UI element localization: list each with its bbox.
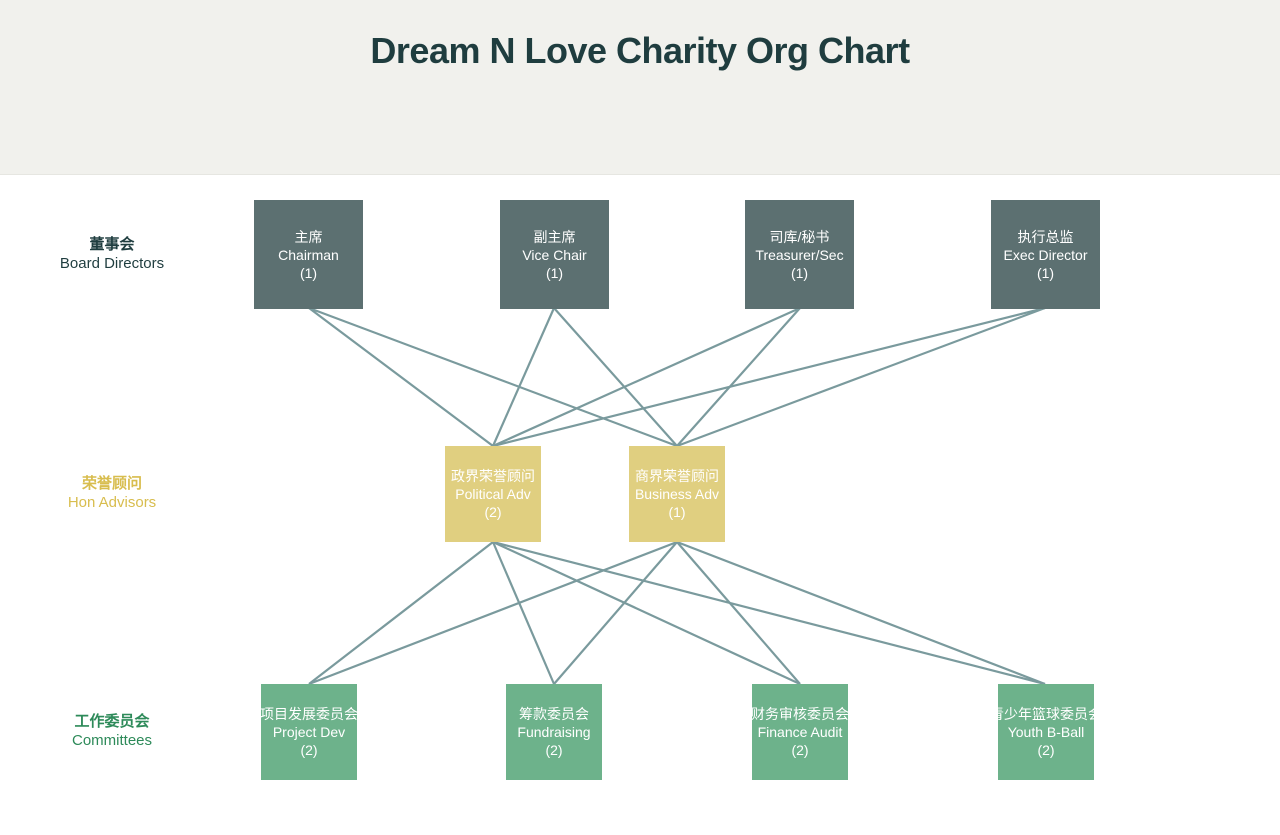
node-en: Youth B-Ball	[1007, 724, 1085, 740]
node-exec-director[interactable]: 执行总监 Exec Director (1)	[991, 200, 1100, 309]
node-zh: 主席	[294, 228, 323, 245]
edge-vicechair-business	[553, 307, 678, 447]
edge-political-fundraising	[491, 541, 556, 685]
row-label-board-en: Board Directors	[59, 255, 165, 272]
edge-business-projectdev	[308, 540, 678, 686]
node-en: Chairman	[278, 246, 339, 263]
edge-business-fundraising	[553, 541, 678, 685]
edge-political-finance	[492, 541, 801, 685]
edge-political-projectdev	[308, 541, 494, 685]
node-count: (2)	[545, 742, 563, 758]
node-en: Project Dev	[272, 724, 346, 740]
edge-chairman-political	[308, 307, 494, 447]
edge-political-youth	[492, 540, 1046, 686]
node-count: (1)	[668, 504, 686, 520]
node-count: (2)	[484, 504, 502, 520]
node-en: Fundraising	[517, 724, 591, 740]
node-zh: 政界荣誉顾问	[451, 468, 535, 484]
node-youth-bball[interactable]: 青少年篮球委员会 Youth B-Ball (2)	[998, 684, 1094, 780]
header-band: Dream N Love Charity Org Chart	[0, 0, 1280, 175]
node-zh: 副主席	[533, 228, 576, 245]
node-en: Political Adv	[455, 486, 531, 502]
node-en: Exec Director	[1003, 246, 1088, 263]
node-count: (1)	[790, 264, 809, 281]
edge-treasurer-business	[676, 307, 801, 447]
node-zh: 财务审核委员会	[752, 706, 848, 722]
node-zh: 商界荣誉顾问	[635, 468, 719, 484]
row-label-board-zh: 董事会	[89, 236, 135, 253]
row-label-advisors-zh: 荣誉顾问	[81, 475, 142, 492]
page-title: Dream N Love Charity Org Chart	[370, 30, 910, 71]
edge-execdir-business	[676, 306, 1046, 448]
node-en: Finance Audit	[757, 724, 843, 740]
node-zh: 筹款委员会	[519, 706, 589, 722]
edge-chairman-business	[308, 306, 678, 448]
node-en: Vice Chair	[522, 246, 587, 263]
node-zh: 司库/秘书	[769, 228, 830, 245]
node-fundraising[interactable]: 筹款委员会 Fundraising (2)	[506, 684, 602, 780]
row-label-committees: 工作委员会 Committees	[32, 712, 192, 750]
node-count: (2)	[791, 742, 809, 758]
row-label-committees-en: Committees	[71, 732, 153, 749]
node-count: (1)	[545, 264, 564, 281]
node-vice-chair[interactable]: 副主席 Vice Chair (1)	[500, 200, 609, 309]
edge-execdir-political	[492, 306, 1046, 448]
node-en: Treasurer/Sec	[755, 246, 844, 263]
node-political-adv[interactable]: 政界荣誉顾问 Political Adv (2)	[445, 446, 541, 542]
edge-business-finance	[676, 541, 801, 685]
edge-vicechair-political	[491, 307, 556, 447]
node-zh: 青少年篮球委员会	[998, 706, 1094, 722]
node-count: (1)	[1036, 264, 1055, 281]
node-project-dev[interactable]: 项目发展委员会 Project Dev (2)	[261, 684, 357, 780]
node-en: Business Adv	[634, 486, 720, 502]
row-label-board: 董事会 Board Directors	[32, 235, 192, 273]
node-treasurer-sec[interactable]: 司库/秘书 Treasurer/Sec (1)	[745, 200, 854, 309]
node-finance-audit[interactable]: 财务审核委员会 Finance Audit (2)	[752, 684, 848, 780]
node-chairman[interactable]: 主席 Chairman (1)	[254, 200, 363, 309]
node-business-adv[interactable]: 商界荣誉顾问 Business Adv (1)	[629, 446, 725, 542]
node-zh: 执行总监	[1017, 228, 1074, 245]
edge-business-youth	[676, 540, 1046, 686]
node-count: (1)	[299, 264, 318, 281]
node-count: (2)	[1037, 742, 1055, 758]
node-zh: 项目发展委员会	[261, 706, 357, 722]
node-count: (2)	[300, 742, 318, 758]
edge-treasurer-political	[492, 306, 801, 448]
row-label-committees-zh: 工作委员会	[74, 713, 150, 730]
row-label-advisors-en: Hon Advisors	[67, 494, 157, 511]
row-label-advisors: 荣誉顾问 Hon Advisors	[32, 474, 192, 512]
